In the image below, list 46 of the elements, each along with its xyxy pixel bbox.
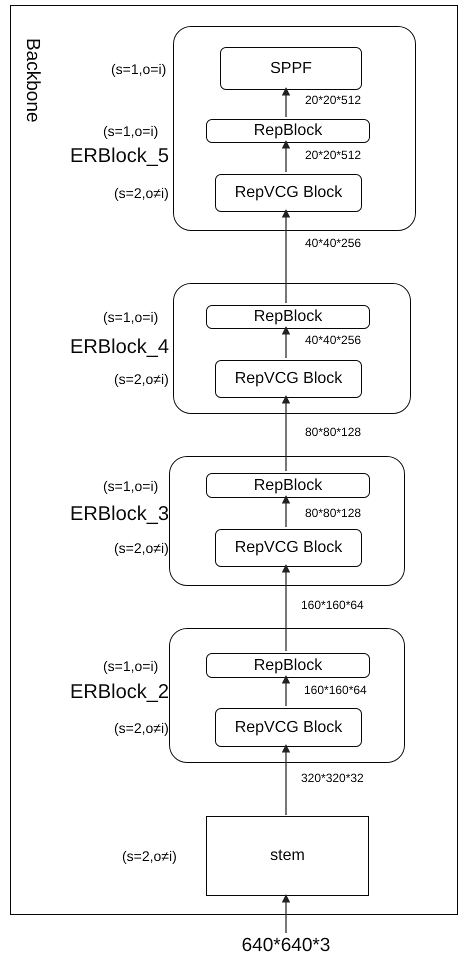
edge-label: 80*80*128 [304, 425, 362, 439]
box-label: RepVCG Block [234, 184, 342, 202]
arrow [282, 495, 290, 527]
box-label: RepBlock [254, 656, 322, 674]
box-label: RepBlock [254, 308, 322, 326]
arrow [282, 675, 290, 706]
edge-label: 160*160*64 [303, 683, 368, 697]
parameter-note: (s=2,o≠i) [114, 185, 169, 201]
edge-label: 40*40*256 [304, 236, 362, 250]
parameter-note: (s=1,o=i) [103, 478, 158, 494]
parameter-note: (s=2,o≠i) [114, 540, 169, 556]
parameter-note: (s=1,o=i) [103, 658, 158, 674]
block-title: ERBlock_4 [70, 336, 169, 359]
parameter-note: (s=2,o≠i) [122, 848, 177, 864]
arrow [282, 894, 290, 933]
edge-label: 20*20*512 [304, 93, 362, 107]
arrow [282, 326, 290, 358]
arrow [282, 744, 290, 815]
block-title: ERBlock_3 [70, 503, 169, 526]
arrow [282, 564, 290, 651]
edge-label: 160*160*64 [300, 598, 365, 612]
box-label: RepVCG Block [234, 370, 342, 388]
edge-label: 40*40*256 [304, 333, 362, 347]
edge-label: 80*80*128 [304, 506, 362, 520]
box-label: stem [270, 847, 305, 865]
parameter-note: (s=1,o=i) [103, 309, 158, 325]
edge-label: 320*320*32 [300, 771, 365, 785]
box-label: RepBlock [254, 122, 322, 140]
box-label: RepVCG Block [234, 539, 342, 557]
box-label: SPPF [270, 60, 312, 78]
parameter-note: (s=2,o≠i) [114, 371, 169, 387]
arrow [282, 87, 290, 117]
section-title: Backbone [21, 38, 43, 123]
block-title: ERBlock_5 [70, 145, 169, 168]
parameter-note: (s=1,o=i) [103, 123, 158, 139]
edge-label: 20*20*512 [304, 148, 362, 162]
arrow [282, 209, 290, 303]
parameter-note: (s=1,o=i) [111, 60, 166, 76]
arrow [282, 395, 290, 471]
block-title: ERBlock_2 [70, 681, 169, 704]
box-label: RepVCG Block [234, 718, 342, 736]
size-text: 640*640*3 [242, 935, 330, 957]
backbone-frame [10, 5, 458, 915]
arrow [282, 140, 290, 172]
box-label: RepBlock [254, 476, 322, 494]
parameter-note: (s=2,o≠i) [114, 720, 169, 736]
